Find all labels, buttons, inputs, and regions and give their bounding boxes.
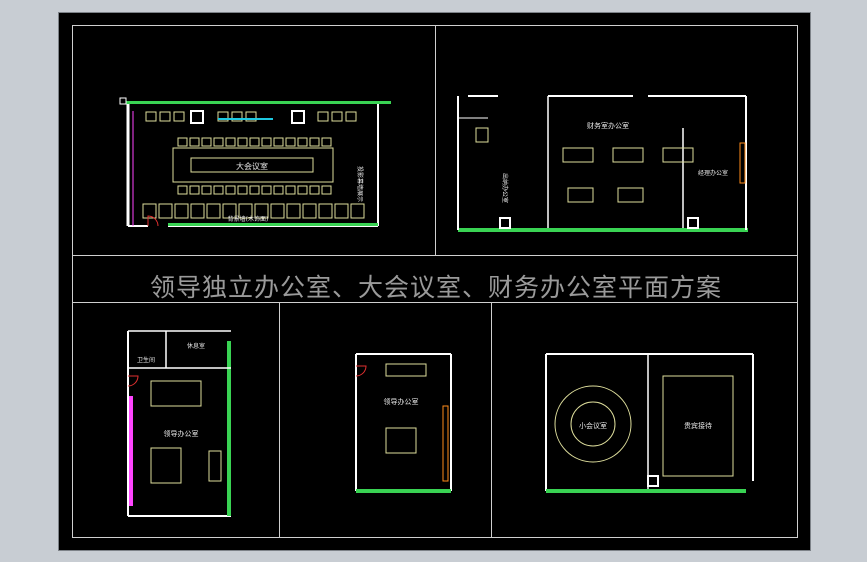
chair: [273, 185, 284, 195]
chair: [302, 203, 317, 219]
label-toilet: 卫生间: [137, 356, 155, 364]
label-leader-office: 领导办公室: [164, 429, 199, 438]
chair: [173, 111, 185, 122]
vertical-divider-top: [435, 26, 436, 255]
chair: [177, 137, 188, 147]
chair: [350, 203, 365, 219]
chair: [217, 111, 229, 122]
chair: [331, 111, 343, 122]
chair: [190, 203, 205, 219]
chair: [158, 203, 173, 219]
chair: [285, 185, 296, 195]
label-finance-room: 财务室办公室: [587, 121, 629, 130]
chair: [159, 111, 171, 122]
chair: [206, 203, 221, 219]
chair: [309, 137, 320, 147]
vertical-divider-bottom-left: [279, 302, 280, 538]
conference-table: [172, 147, 334, 183]
vertical-divider-bottom-right: [491, 302, 492, 538]
label-feature-wall: 背景墙(木饰面): [228, 215, 269, 223]
chair: [237, 185, 248, 195]
chair: [297, 137, 308, 147]
chair: [213, 185, 224, 195]
chair: [270, 203, 285, 219]
chair: [177, 185, 188, 195]
label-small-meeting: 小会议室: [579, 421, 607, 430]
chair: [249, 137, 260, 147]
chair: [334, 203, 349, 219]
chair: [297, 185, 308, 195]
label-large-conference: 大会议室: [236, 161, 268, 171]
chair: [261, 137, 272, 147]
chair-row-front: [142, 203, 365, 219]
chairs-around-table: [177, 137, 332, 195]
label-leader-office-2: 领导办公室: [384, 397, 419, 406]
label-vip-reception: 贵宾接待: [684, 421, 712, 430]
chair: [222, 203, 237, 219]
chair: [225, 185, 236, 195]
chair: [213, 137, 224, 147]
drawing-sheet: 领导独立办公室、大会议室、财务办公室平面方案 大会议室: [58, 12, 811, 551]
chair: [201, 137, 212, 147]
chair: [189, 137, 200, 147]
workstation-desks: [475, 127, 694, 203]
chair: [249, 185, 260, 195]
chair: [254, 203, 269, 219]
label-side-wall: 投影幕墙展示: [356, 166, 364, 202]
chair: [286, 203, 301, 219]
chair: [475, 127, 489, 143]
chair: [317, 111, 329, 122]
chair: [562, 147, 594, 163]
column-icon: [190, 110, 204, 124]
drawing-frame: 领导独立办公室、大会议室、财务办公室平面方案 大会议室: [72, 25, 798, 538]
horizontal-divider-bottom: [73, 302, 797, 303]
plan-large-conference-room: 大会议室 背景墙(木饰面) 投影幕墙展示: [108, 86, 398, 251]
chair: [174, 203, 189, 219]
chair: [225, 137, 236, 147]
chair: [245, 111, 257, 122]
chair: [309, 185, 320, 195]
chair: [285, 137, 296, 147]
label-rest-room: 休息室: [187, 342, 205, 350]
chair: [273, 137, 284, 147]
chair: [231, 111, 243, 122]
label-cashier: 出纳办公室: [501, 173, 509, 203]
chair: [662, 147, 694, 163]
plan-leader-office-with-suite: 卫生间 休息室 领导办公室: [121, 326, 241, 526]
chair: [475, 127, 489, 143]
plan-meeting-and-reception: 小会议室 贵宾接待: [538, 346, 763, 511]
chair: [318, 203, 333, 219]
chair: [237, 137, 248, 147]
chair: [345, 111, 357, 122]
drawing-title: 领导独立办公室、大会议室、财务办公室平面方案: [149, 273, 722, 302]
chair: [321, 185, 332, 195]
plan-leader-office: 领导办公室: [351, 346, 461, 506]
chair: [617, 187, 644, 203]
horizontal-divider-top: [73, 255, 797, 256]
chair: [145, 111, 157, 122]
chair: [201, 185, 212, 195]
chair: [238, 203, 253, 219]
chair: [261, 185, 272, 195]
label-manager: 经理办公室: [698, 169, 728, 177]
chair: [321, 137, 332, 147]
chair: [189, 185, 200, 195]
chair: [612, 147, 644, 163]
chair-row-back: [145, 111, 357, 122]
chair: [142, 203, 157, 219]
chair: [567, 187, 594, 203]
plan-finance-office: 财务室办公室 出纳办公室 经理办公室: [448, 88, 753, 248]
chair: [475, 127, 489, 143]
